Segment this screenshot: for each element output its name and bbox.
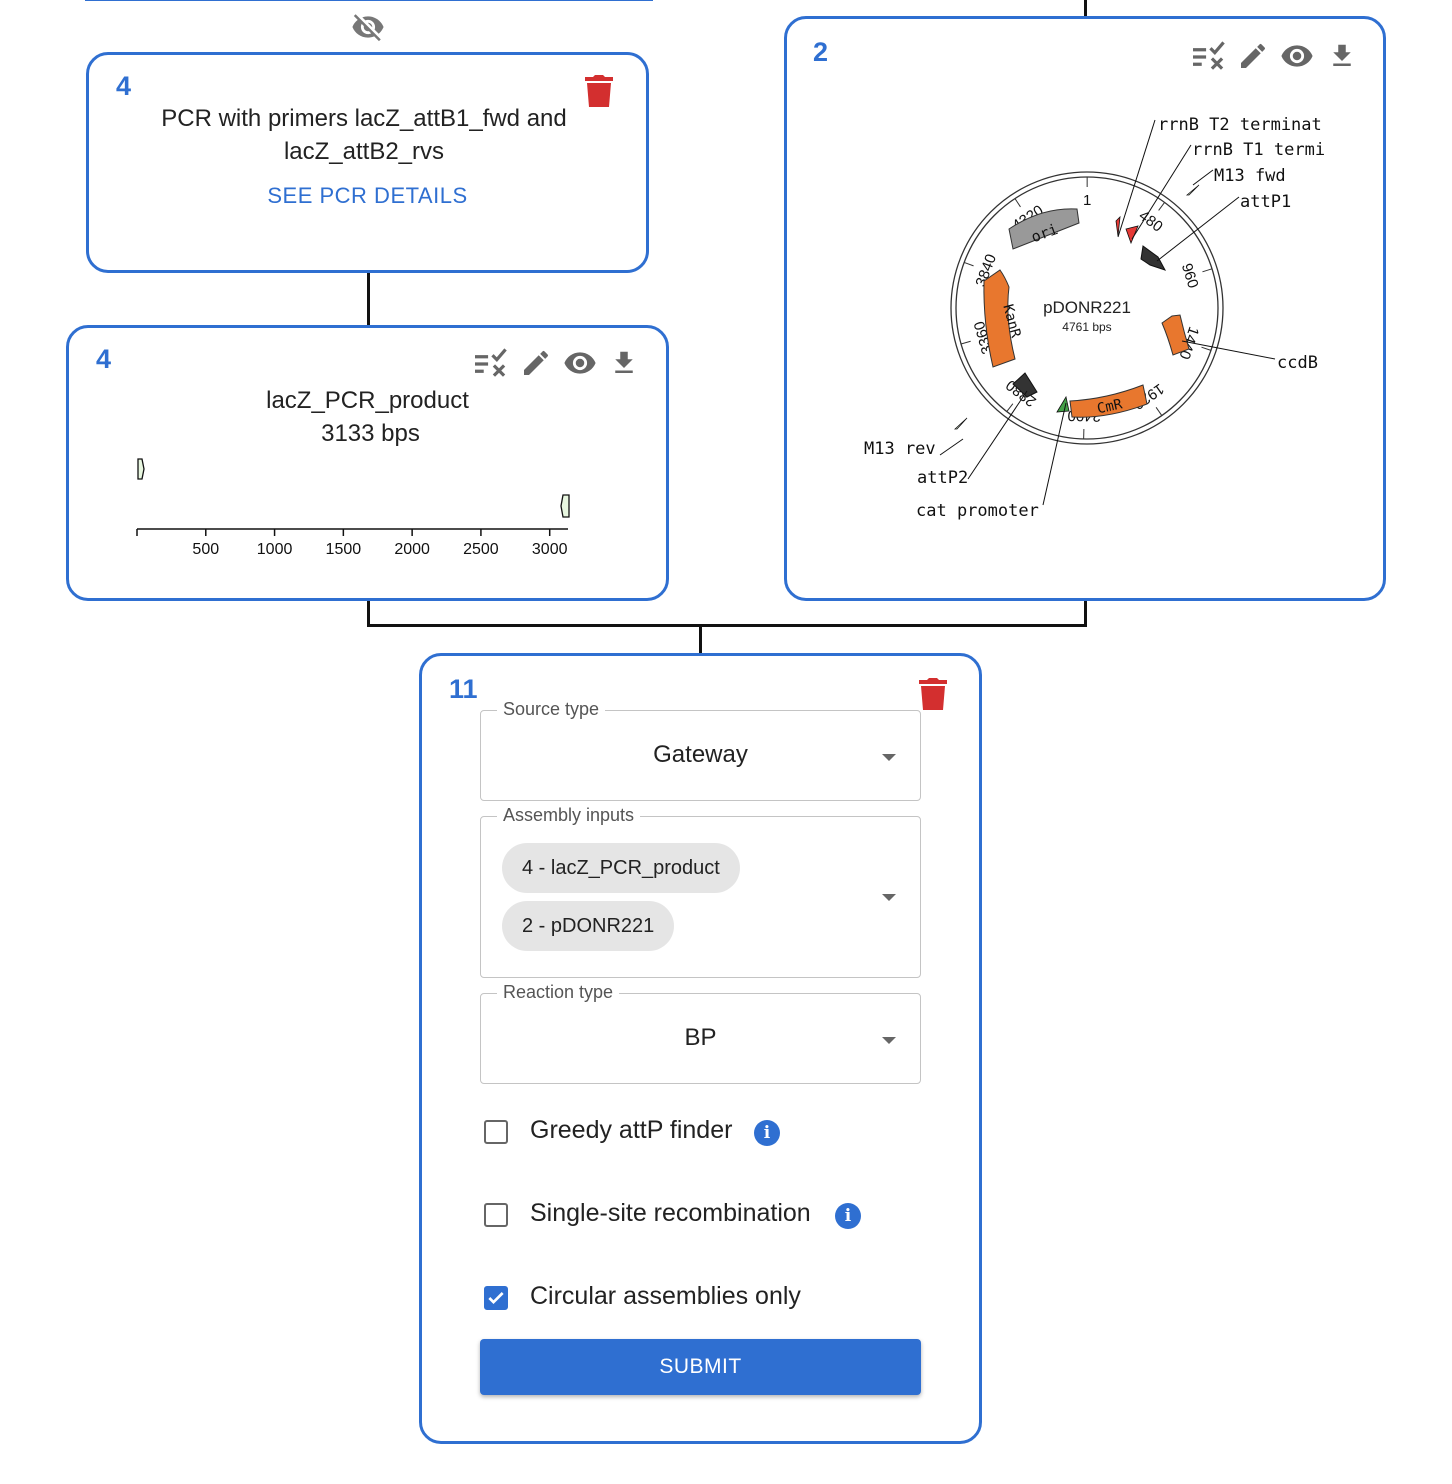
feature-label-cmr: CmR xyxy=(1096,396,1125,417)
delete-icon[interactable] xyxy=(919,676,947,710)
info-icon[interactable]: i xyxy=(835,1203,861,1229)
source-type-select[interactable]: Source type Gateway xyxy=(480,699,921,801)
ruler-tick-label: 500 xyxy=(192,541,219,558)
feature-m13-fwd xyxy=(1185,184,1200,196)
edit-pencil-icon[interactable] xyxy=(1237,39,1269,73)
position-tick xyxy=(1155,407,1163,416)
sequence-name: lacZ_PCR_product xyxy=(266,387,469,414)
circular-only-checkbox[interactable] xyxy=(484,1286,508,1310)
label-attp1: attP1 xyxy=(1240,192,1291,212)
pcr-product-card: 4 lacZ_PCR_product 3133 bps 500 1000 1500 2… xyxy=(66,325,669,601)
primer-feature-rvs xyxy=(560,494,570,518)
see-pcr-details-link[interactable]: SEE PCR DETAILS xyxy=(267,183,468,208)
label-rrnb-t2: rrnB T2 terminat xyxy=(1158,115,1322,135)
assembly-inputs-label: Assembly inputs xyxy=(497,805,641,826)
connector-product-down xyxy=(367,600,370,627)
connector-top-right xyxy=(1084,0,1087,16)
position-tick xyxy=(1202,268,1213,273)
feature-attp1 xyxy=(1140,245,1167,271)
partial-card-top-edge xyxy=(85,0,653,1)
sequence-length: 3133 bps xyxy=(321,420,420,447)
greedy-attp-checkbox[interactable] xyxy=(484,1120,508,1144)
eye-icon[interactable] xyxy=(561,346,599,380)
position-tick xyxy=(1158,202,1165,211)
position-tick xyxy=(964,261,974,267)
pcr-source-card: 4 PCR with primers lacZ_attB1_fwd and la… xyxy=(86,52,649,273)
ruler-tick-label: 2500 xyxy=(463,541,499,558)
label-attp2: attP2 xyxy=(917,468,968,488)
feature-rrnb-t1 xyxy=(1125,225,1139,245)
single-site-label: Single-site recombination xyxy=(530,1199,811,1227)
reaction-type-value: BP xyxy=(684,1024,717,1051)
eye-off-icon[interactable] xyxy=(350,10,386,44)
feature-cat-promoter xyxy=(1056,395,1070,413)
chevron-down-icon xyxy=(882,1037,896,1044)
ruler-tick-label: 1000 xyxy=(257,541,293,558)
feature-ccdb xyxy=(1161,314,1190,356)
ruler-tick-label: 3000 xyxy=(532,541,568,558)
label-rrnb-t1: rrnB T1 termi xyxy=(1192,140,1325,160)
node-id: 2 xyxy=(813,37,829,67)
download-icon[interactable] xyxy=(1327,39,1357,73)
label-m13-fwd: M13 fwd xyxy=(1214,166,1286,186)
circular-plasmid-map: 14809601440192024002880336038404320 ori … xyxy=(864,115,1325,521)
submit-label: SUBMIT xyxy=(659,1355,742,1378)
single-site-checkbox[interactable] xyxy=(484,1203,508,1227)
position-tick xyxy=(960,340,971,345)
plasmid-name: pDONR221 xyxy=(1043,298,1131,317)
linear-map: 500 1000 1500 2000 2500 3000 xyxy=(136,458,570,558)
source-type-label: Source type xyxy=(497,699,606,720)
reaction-type-label: Reaction type xyxy=(497,982,620,1003)
node-id: 4 xyxy=(96,344,112,374)
feature-cmr xyxy=(1069,384,1148,418)
feature-ori xyxy=(1008,208,1080,250)
position-tick-label: 1 xyxy=(1083,192,1091,209)
feature-rrnb-t2 xyxy=(1115,215,1121,237)
position-tick-label: 960 xyxy=(1178,261,1202,290)
ruler-ticks: 500 1000 1500 2000 2500 3000 xyxy=(192,529,568,558)
assembly-card: 11 Source type Gateway Assembly inputs 4… xyxy=(419,653,982,1444)
primer-feature-fwd xyxy=(137,458,145,480)
feature-kanr xyxy=(983,269,1016,368)
select-features-icon[interactable] xyxy=(1191,41,1227,73)
feature-m13-rev xyxy=(953,417,968,430)
ruler-tick-label: 1500 xyxy=(326,541,362,558)
input-chip[interactable]: 2 - pDONR221 xyxy=(502,901,675,951)
pcr-title: PCR with primers lacZ_attB1_fwd and lacZ… xyxy=(161,105,567,165)
position-tick-label: 480 xyxy=(1136,207,1166,236)
connector-to-assembly xyxy=(699,624,702,654)
check-icon xyxy=(488,1292,504,1305)
assembly-inputs-select[interactable]: Assembly inputs 4 - lacZ_PCR_product 2 -… xyxy=(480,805,921,978)
node-id: 11 xyxy=(449,674,478,704)
reaction-type-select[interactable]: Reaction type BP xyxy=(480,982,921,1084)
label-ccdb: ccdB xyxy=(1277,353,1318,373)
position-tick xyxy=(1006,403,1014,412)
source-type-value: Gateway xyxy=(653,741,748,768)
select-features-icon[interactable] xyxy=(473,348,509,380)
plasmid-length: 4761 bps xyxy=(1062,320,1111,334)
label-cat-promoter: cat promoter xyxy=(916,501,1039,521)
download-icon[interactable] xyxy=(609,346,639,380)
info-icon[interactable]: i xyxy=(754,1120,780,1146)
greedy-attp-label: Greedy attP finder xyxy=(530,1116,733,1144)
chevron-down-icon xyxy=(882,754,896,761)
edit-pencil-icon[interactable] xyxy=(520,346,552,380)
feature-attp2 xyxy=(1012,372,1038,398)
chevron-down-icon xyxy=(882,894,896,901)
connector-plasmid-down xyxy=(1084,600,1087,627)
node-id: 4 xyxy=(116,71,132,101)
eye-icon[interactable] xyxy=(1278,39,1316,73)
position-tick xyxy=(1201,346,1212,351)
plasmid-card: 2 14809601440192024002880336038404320 or… xyxy=(784,16,1386,601)
input-chip[interactable]: 4 - lacZ_PCR_product xyxy=(502,843,740,893)
connector-horizontal xyxy=(367,624,1087,627)
label-m13-rev: M13 rev xyxy=(864,439,936,459)
connector-pcr-to-product xyxy=(367,272,370,326)
delete-icon[interactable] xyxy=(585,73,613,107)
position-tick xyxy=(1014,198,1021,208)
submit-button[interactable]: SUBMIT xyxy=(480,1339,921,1395)
circular-only-label: Circular assemblies only xyxy=(530,1282,801,1310)
ruler-tick-label: 2000 xyxy=(394,541,430,558)
